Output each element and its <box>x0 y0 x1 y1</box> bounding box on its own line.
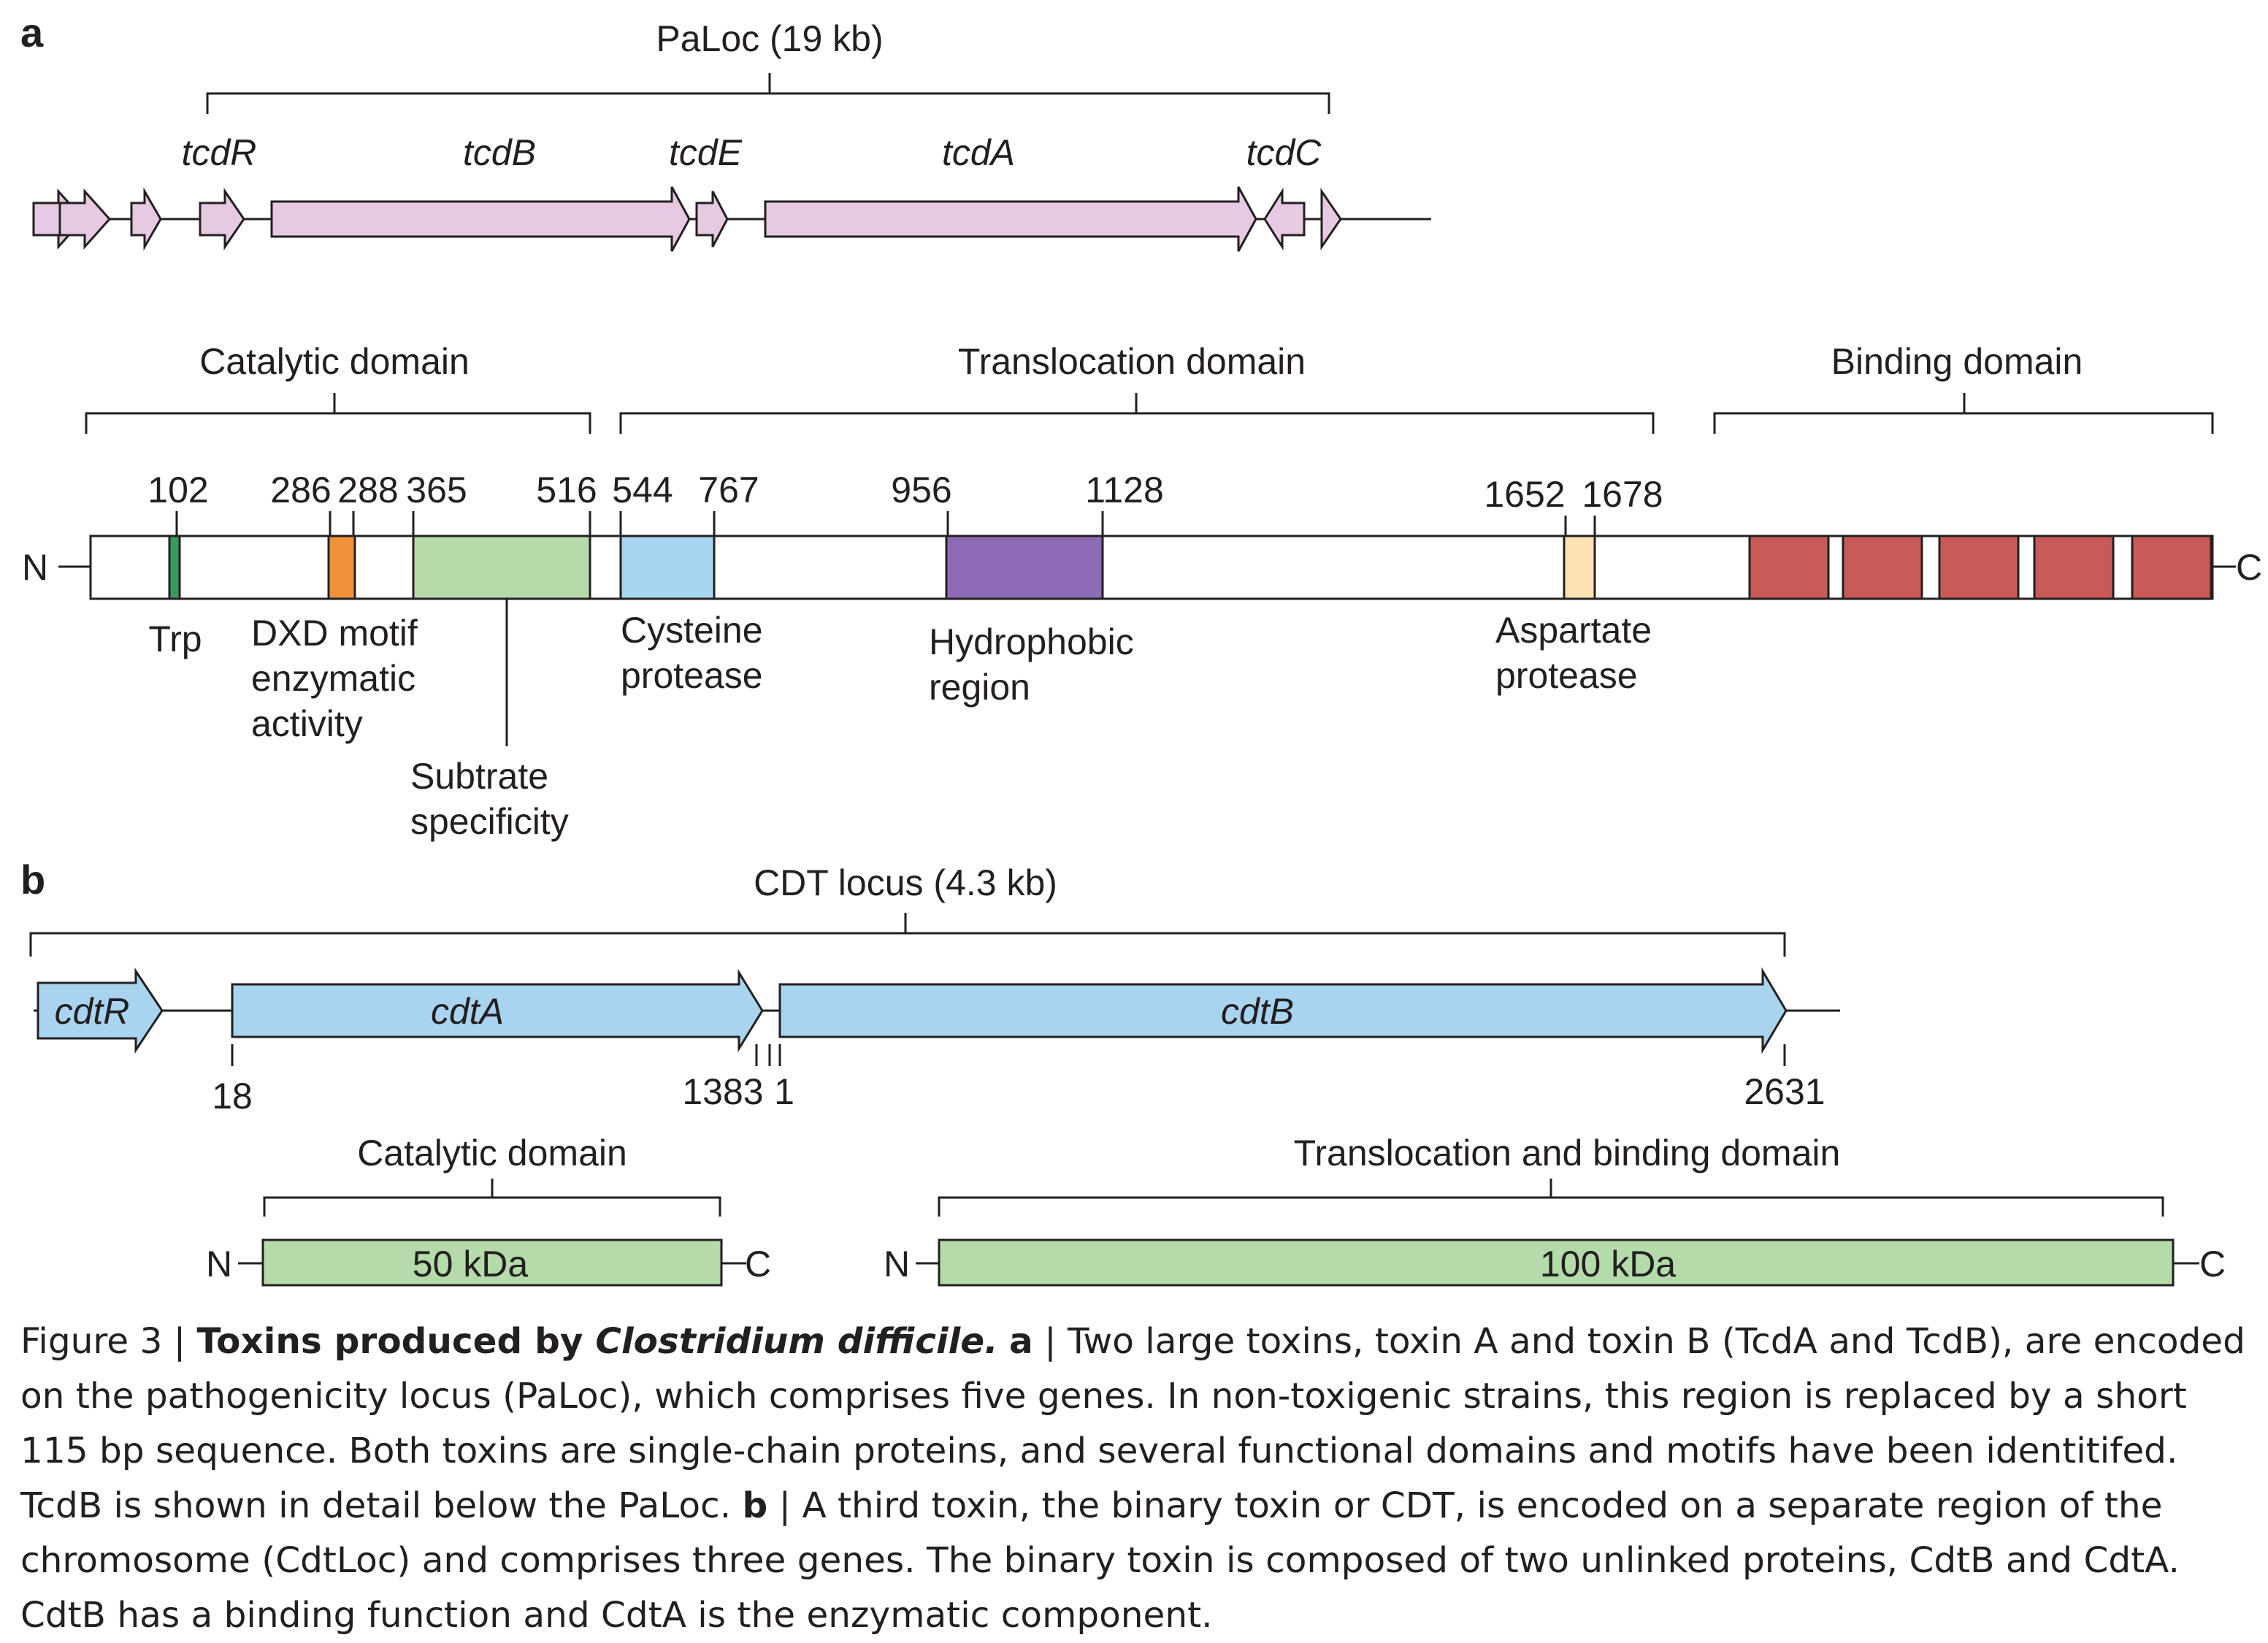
translocation-domain-label: Translocation domain <box>958 341 1306 382</box>
dxd-motif-region <box>327 535 356 600</box>
position-516: 516 <box>536 470 597 510</box>
toxin-figure: a PaLoc (19 kb) tcdR tcdB tcdE tcdA tcdC… <box>20 9 2262 1287</box>
gene-cdtA-arrow <box>231 968 764 1053</box>
caption-species: Clostridium difficile. <box>595 1321 998 1362</box>
aspartate-protease-region <box>1563 535 1596 600</box>
position-365: 365 <box>406 470 467 510</box>
substrate-label-1: Subtrate <box>410 756 548 797</box>
cdt-position-ticks <box>231 1044 1786 1066</box>
tcdb-c-terminus: C <box>2236 547 2262 588</box>
position-956: 956 <box>891 470 951 510</box>
cdtb-size-label: 100 kDa <box>1540 1244 1676 1284</box>
cdt-locus-bracket <box>29 913 1786 957</box>
cdta-protein-bar <box>261 1238 723 1287</box>
caption-panel-b-label: b <box>742 1485 768 1526</box>
substrate-specificity-region <box>412 535 591 600</box>
cdta-c-terminus: C <box>745 1244 771 1284</box>
tcdb-n-terminus: N <box>22 547 48 588</box>
hydrophobic-region <box>945 535 1104 600</box>
catalytic-domain-bracket <box>85 393 591 434</box>
binding-domain-label: Binding domain <box>1831 341 2083 382</box>
gene-tcdB-label: tcdB <box>463 132 536 173</box>
gene-cdtR-arrow <box>37 968 164 1054</box>
substrate-label-2: specificity <box>410 801 569 842</box>
gene-tcdA-label: tcdA <box>942 132 1015 173</box>
hydrophobic-label-1: Hydrophobic <box>929 621 1134 662</box>
catalytic-domain-label: Catalytic domain <box>199 341 470 382</box>
caption-panel-b-text: | A third toxin, the binary toxin or CDT… <box>20 1485 2180 1636</box>
paloc-downstream-gene <box>1320 188 1342 250</box>
cdtb-n-terminus: N <box>884 1244 910 1284</box>
position-288: 288 <box>337 470 398 510</box>
binding-domain-bracket <box>1713 393 2214 434</box>
position-286: 286 <box>270 470 331 510</box>
position-102: 102 <box>148 470 208 510</box>
paloc-title: PaLoc (19 kb) <box>656 18 883 59</box>
position-544: 544 <box>612 470 673 510</box>
caption-figure-number: Figure 3 | <box>20 1321 197 1362</box>
cdt-position-1383: 1383 <box>682 1071 763 1112</box>
position-1128: 1128 <box>1085 470 1164 510</box>
caption-title: Toxins produced by <box>196 1321 596 1362</box>
gene-tcdR-arrow <box>199 188 245 250</box>
cdtb-domain-bracket <box>938 1179 2164 1217</box>
dxd-label-2: enzymatic <box>251 658 415 699</box>
dxd-label-1: DXD motif <box>251 613 418 654</box>
gene-tcdC-label: tcdC <box>1246 132 1322 173</box>
cdt-position-2631: 2631 <box>1744 1071 1825 1112</box>
aspartate-label-2: protease <box>1495 655 1638 696</box>
dxd-label-3: activity <box>251 703 363 744</box>
position-767: 767 <box>698 470 759 510</box>
panel-a-label: a <box>20 9 44 55</box>
trp-label: Trp <box>148 618 202 659</box>
gene-tcdE-label: tcdE <box>669 132 743 173</box>
cdtb-domain-label: Translocation and binding domain <box>1294 1133 1841 1173</box>
cdta-catalytic-bracket <box>263 1179 721 1217</box>
position-1652: 1652 <box>1484 474 1565 515</box>
cdt-position-1: 1 <box>774 1071 794 1112</box>
gene-cdtB-arrow <box>778 967 1788 1054</box>
translocation-domain-bracket <box>619 393 1655 434</box>
trp-region <box>168 535 181 600</box>
cdtb-c-terminus: C <box>2199 1244 2226 1284</box>
cdt-locus-title: CDT locus (4.3 kb) <box>754 862 1057 903</box>
gene-cdtB-label: cdtB <box>1221 991 1294 1032</box>
cdt-position-18: 18 <box>212 1076 253 1117</box>
gene-tcdR-label: tcdR <box>182 132 257 173</box>
gene-tcdB-arrow <box>270 186 691 252</box>
cdta-size-label: 50 kDa <box>413 1244 529 1284</box>
paloc-upstream-genes <box>32 187 162 251</box>
gene-cdtA-label: cdtA <box>431 991 504 1032</box>
caption-panel-a-text: | Two large toxins, toxin A and toxin B … <box>20 1321 2245 1526</box>
gene-tcdC-arrow <box>1263 187 1306 251</box>
gene-tcdA-arrow <box>764 186 1257 252</box>
aspartate-label-1: Aspartate <box>1495 610 1652 651</box>
gene-tcdE-arrow <box>695 191 729 248</box>
caption-panel-a-label: a <box>1009 1321 1033 1362</box>
position-ticks <box>175 511 1596 536</box>
figure-caption: Figure 3 | Toxins produced by Clostridiu… <box>20 1314 2255 1643</box>
cysteine-label-1: Cysteine <box>621 610 763 651</box>
binding-repeats <box>1748 535 2213 600</box>
cdta-n-terminus: N <box>206 1244 232 1284</box>
position-1678: 1678 <box>1582 474 1663 515</box>
cysteine-label-2: protease <box>621 655 763 696</box>
cysteine-protease-region <box>619 535 716 600</box>
paloc-bracket <box>206 73 1330 114</box>
hydrophobic-label-2: region <box>929 667 1030 708</box>
cdta-catalytic-domain-label: Catalytic domain <box>357 1133 627 1173</box>
panel-b-label: b <box>20 857 45 903</box>
gene-cdtR-label: cdtR <box>55 991 130 1032</box>
